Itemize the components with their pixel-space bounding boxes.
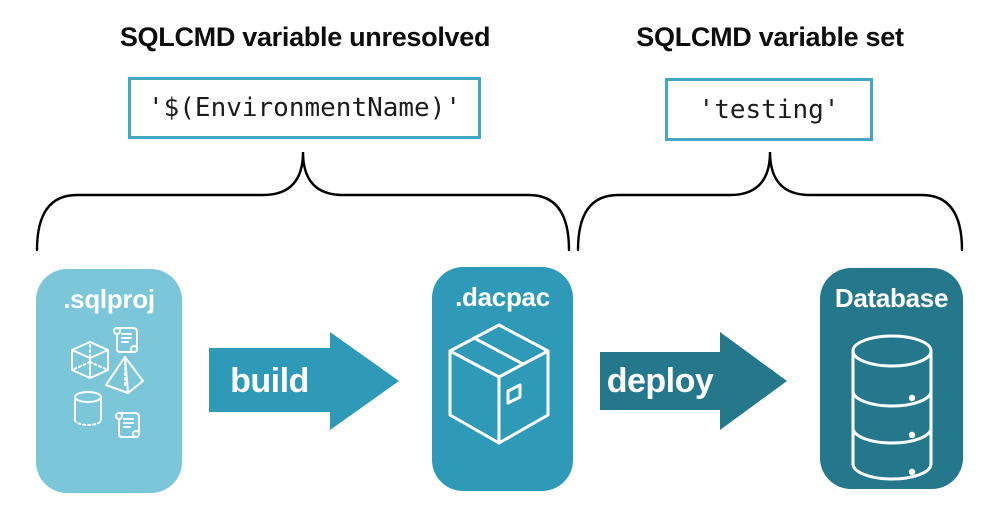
cylinder-icon [74,391,102,426]
scroll-icon [115,412,140,438]
left-annotation-title: SQLCMD variable unresolved [119,22,491,52]
unresolved-variable-code-box: '$(EnvironmentName)' [128,77,481,139]
stage-sqlproj-label: .sqlproj [63,284,155,314]
package-icon [448,323,550,445]
deploy-arrow: deploy [600,332,787,430]
cube-icon [71,341,109,379]
stage-dacpac-label: .dacpac [455,282,550,312]
brace-decorations [35,151,964,252]
set-variable-code-box: 'testing' [665,78,873,141]
right-brace [576,151,964,252]
set-variable-code: 'testing' [698,94,840,125]
stage-dacpac: .dacpac [432,267,573,491]
stage-database-label: Database [834,283,949,313]
unresolved-variable-code: '$(EnvironmentName)' [147,93,462,123]
stage-database: Database [820,268,963,489]
build-arrow-label: build [230,362,309,400]
sql-objects-icon [71,327,144,438]
build-arrow: build [209,332,399,430]
database-icon [851,334,933,481]
right-annotation-title: SQLCMD variable set [636,22,904,52]
deploy-arrow-label: deploy [606,362,714,400]
stage-sqlproj: .sqlproj [36,269,182,493]
pyramid-icon [105,356,144,394]
left-brace [35,151,571,252]
scroll-icon [113,327,138,353]
